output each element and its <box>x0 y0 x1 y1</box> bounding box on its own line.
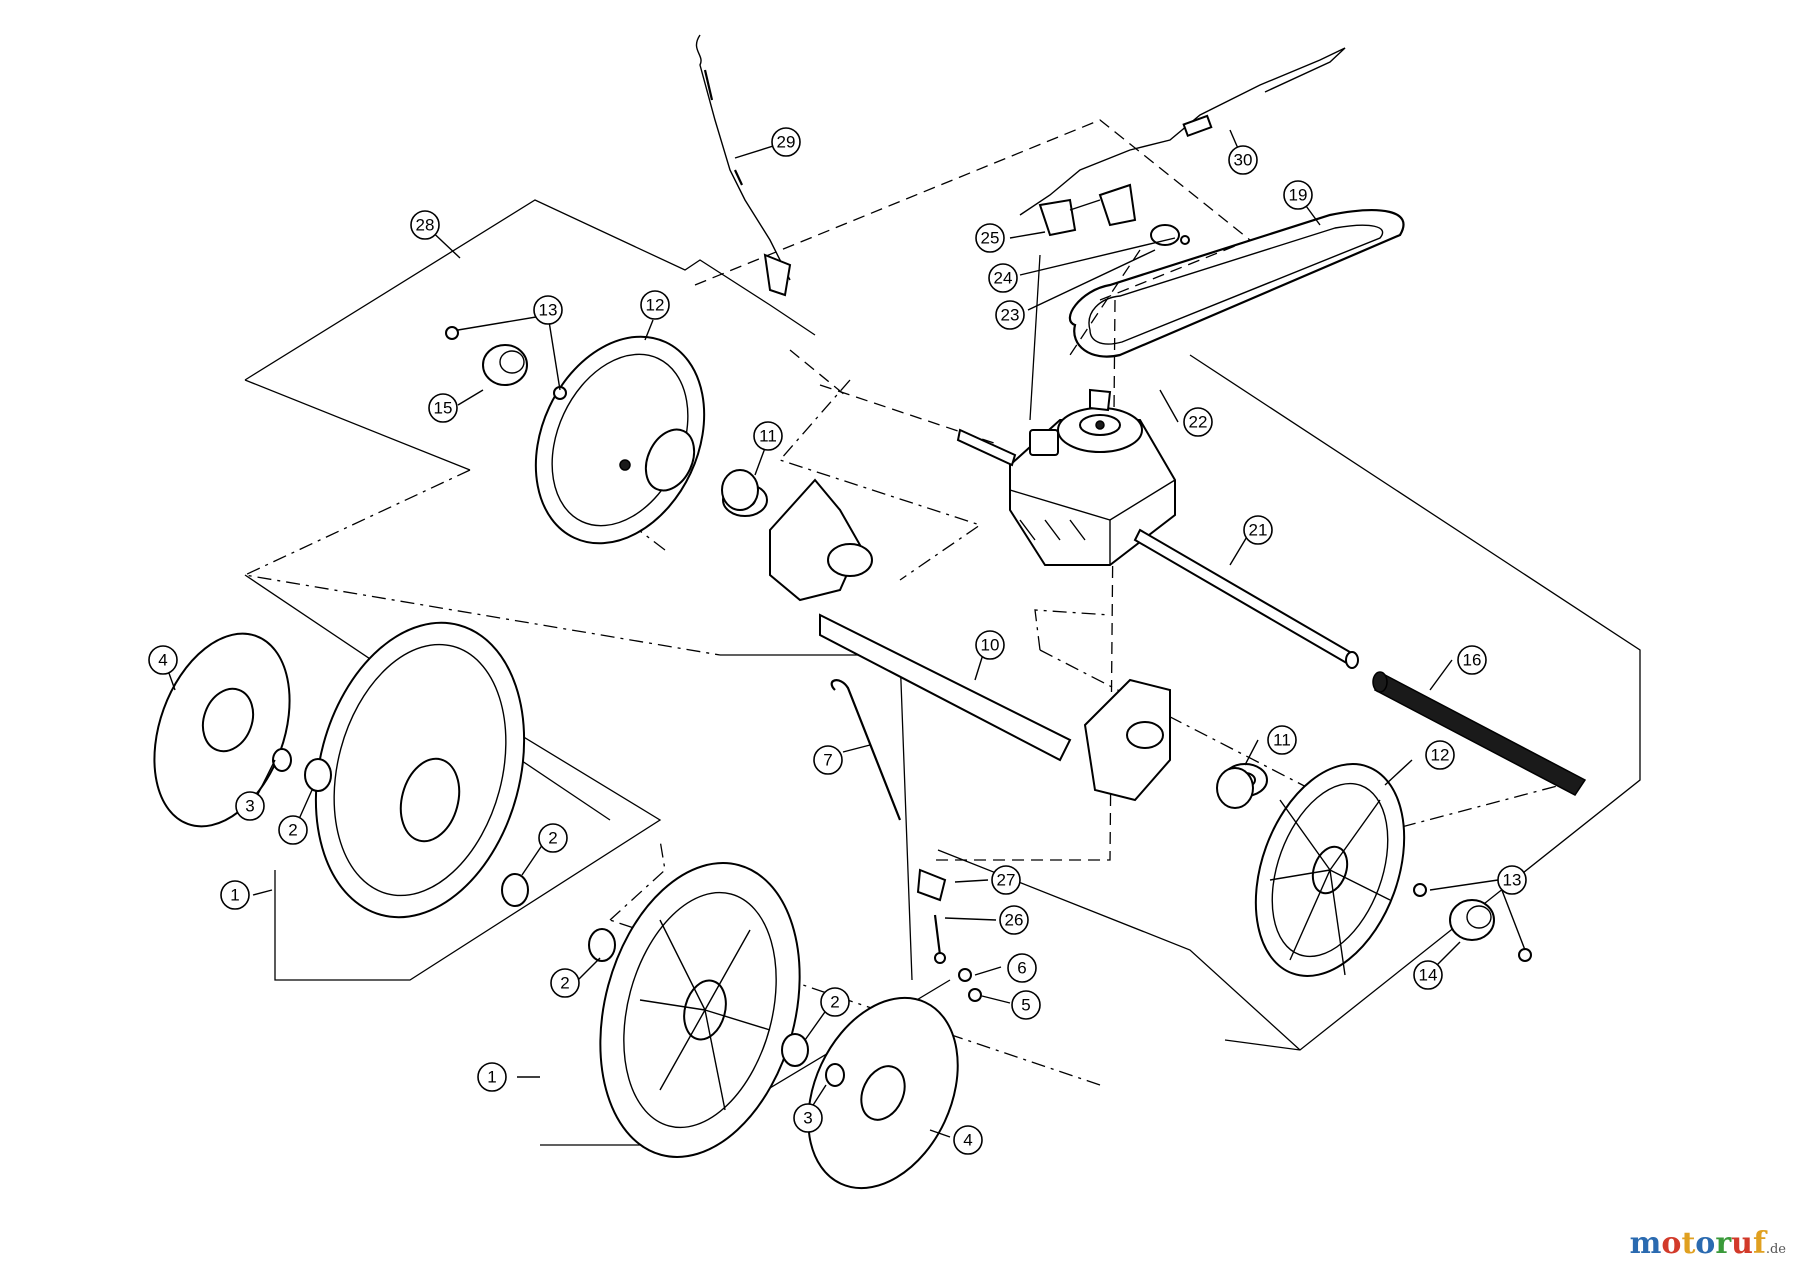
rear-wheel-1-lower <box>599 862 801 1158</box>
callout-16: 16 <box>1457 645 1487 675</box>
spring-cable-29 <box>695 34 792 297</box>
callout-11-lower: 11 <box>1267 725 1297 755</box>
callout-26: 26 <box>999 905 1029 935</box>
rear-wheel-1-upper <box>314 621 526 919</box>
svg-text:2: 2 <box>830 993 839 1012</box>
watermark-letter: o <box>1661 1226 1682 1261</box>
svg-text:29: 29 <box>777 133 796 152</box>
svg-text:3: 3 <box>803 1109 812 1128</box>
control-cable-30 <box>1019 47 1346 216</box>
svg-text:19: 19 <box>1289 186 1308 205</box>
callout-23: 23 <box>995 300 1025 330</box>
svg-text:2: 2 <box>288 821 297 840</box>
svg-text:10: 10 <box>981 636 1000 655</box>
callout-4-right: 4 <box>953 1125 983 1155</box>
svg-text:7: 7 <box>823 751 832 770</box>
drive-wheel-12-lower <box>1254 763 1406 977</box>
svg-text:4: 4 <box>963 1131 972 1150</box>
svg-text:1: 1 <box>230 886 239 905</box>
svg-text:12: 12 <box>1431 746 1450 765</box>
callout-5: 5 <box>1011 990 1041 1020</box>
callout-30: 30 <box>1228 145 1258 175</box>
watermark-letter: u <box>1731 1226 1753 1261</box>
shift-bracket <box>1038 183 1190 246</box>
pinion-gear-14 <box>1449 899 1495 941</box>
callout-3-right: 3 <box>793 1103 823 1133</box>
svg-text:6: 6 <box>1017 959 1026 978</box>
hex-shaft-16 <box>1372 671 1587 796</box>
svg-text:3: 3 <box>245 797 254 816</box>
watermark-suffix: .de <box>1765 1242 1786 1257</box>
callout-3-left: 3 <box>235 791 265 821</box>
svg-text:2: 2 <box>560 974 569 993</box>
svg-text:22: 22 <box>1189 413 1208 432</box>
svg-text:12: 12 <box>646 296 665 315</box>
pinion-gear-15 <box>482 344 528 386</box>
callout-15: 15 <box>428 393 458 423</box>
callout-21: 21 <box>1243 515 1273 545</box>
watermark-letter: f <box>1752 1226 1766 1261</box>
bearings-and-nuts <box>272 469 1254 1087</box>
svg-text:14: 14 <box>1419 966 1438 985</box>
transmission <box>1009 388 1176 566</box>
callout-22: 22 <box>1183 407 1213 437</box>
callout-28: 28 <box>410 210 440 240</box>
callout-12-lower: 12 <box>1425 740 1455 770</box>
callout-7: 7 <box>813 745 843 775</box>
svg-text:2: 2 <box>548 829 557 848</box>
callout-10: 10 <box>975 630 1005 660</box>
pivot-bar-10 <box>819 613 1072 762</box>
callout-6: 6 <box>1007 953 1037 983</box>
callout-11-upper: 11 <box>753 421 783 451</box>
callout-14: 14 <box>1413 960 1443 990</box>
callout-leaders <box>164 129 1526 1138</box>
svg-text:13: 13 <box>1503 871 1522 890</box>
hubcap-4-right <box>807 996 959 1190</box>
hubcap-4-left <box>153 632 291 828</box>
svg-text:11: 11 <box>759 427 777 446</box>
svg-text:5: 5 <box>1021 996 1030 1015</box>
motoruf-watermark: motoruf.de <box>1630 1226 1786 1261</box>
svg-text:21: 21 <box>1249 521 1268 540</box>
callout-2-left-b: 2 <box>538 823 568 853</box>
watermark-letter: r <box>1715 1226 1732 1261</box>
callout-24: 24 <box>988 263 1018 293</box>
svg-text:16: 16 <box>1463 651 1482 670</box>
retaining-rings-13 <box>445 326 1532 962</box>
callout-13-lower: 13 <box>1497 865 1527 895</box>
svg-text:13: 13 <box>539 301 558 320</box>
axles <box>956 428 1359 669</box>
callout-12-upper: 12 <box>640 290 670 320</box>
svg-text:11: 11 <box>1273 731 1291 750</box>
svg-text:15: 15 <box>434 399 453 418</box>
callout-1-upper: 1 <box>220 880 250 910</box>
callout-1-lower: 1 <box>477 1062 507 1092</box>
drive-wheel-12-upper <box>534 335 706 545</box>
callout-2-right-a: 2 <box>550 968 580 998</box>
callout-19: 19 <box>1283 180 1313 210</box>
svg-text:30: 30 <box>1234 151 1253 170</box>
callout-2-right-b: 2 <box>820 987 850 1017</box>
callout-2-left-a: 2 <box>278 815 308 845</box>
drive-belt <box>1068 209 1405 358</box>
callout-27: 27 <box>991 865 1021 895</box>
svg-text:28: 28 <box>416 216 435 235</box>
svg-text:1: 1 <box>487 1068 496 1087</box>
svg-text:25: 25 <box>981 229 1000 248</box>
adjuster-rod-7 <box>830 679 982 1002</box>
svg-text:23: 23 <box>1001 306 1020 325</box>
callout-29: 29 <box>771 127 801 157</box>
svg-text:24: 24 <box>994 269 1013 288</box>
svg-text:27: 27 <box>997 871 1016 890</box>
svg-text:26: 26 <box>1005 911 1024 930</box>
watermark-letter: o <box>1695 1226 1716 1261</box>
callout-4-left: 4 <box>148 645 178 675</box>
callout-13-upper: 13 <box>533 295 563 325</box>
callout-25: 25 <box>975 223 1005 253</box>
watermark-letter: t <box>1681 1226 1696 1261</box>
watermark-letter: m <box>1629 1226 1662 1261</box>
svg-text:4: 4 <box>158 651 167 670</box>
